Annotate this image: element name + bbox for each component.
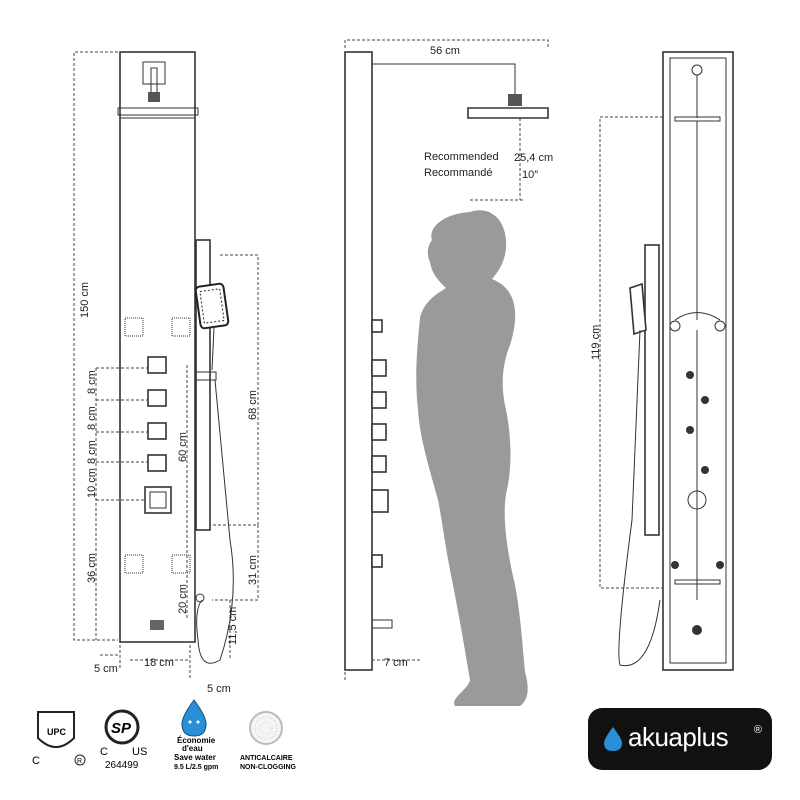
svg-text:SP: SP (111, 720, 132, 737)
jet-top-left (124, 317, 144, 337)
side-knobs (371, 319, 393, 629)
brand-name: akuaplus (628, 722, 729, 752)
svg-text:d'eau: d'eau (182, 744, 203, 753)
dim-5-right: 5 cm (207, 683, 231, 695)
dim-11-5: 11,5 cm (227, 607, 239, 645)
back-panel-body (662, 51, 734, 671)
dim-18: 18 cm (144, 657, 174, 669)
water-drop-icon (604, 727, 622, 751)
dim-36: 36 cm (86, 553, 98, 583)
dim-20: 20 cm (177, 584, 189, 614)
svg-text:Save water: Save water (174, 753, 216, 762)
svg-text:US: US (132, 746, 147, 758)
knob-1 (147, 356, 167, 374)
dim-7: 7 cm (384, 657, 408, 669)
svg-text:9.5 L/2.5 gpm: 9.5 L/2.5 gpm (174, 764, 218, 771)
side-view: 56 cm 25,4 cm 10″ Recommended Recommandé… (344, 39, 553, 706)
front-arm-bracket (142, 61, 166, 85)
dim-31: 31 cm (247, 555, 259, 585)
csa-logo: SP C US 264499 (100, 709, 147, 771)
front-spout (150, 620, 164, 630)
hand-shower (194, 282, 230, 371)
control-knobs (144, 356, 172, 514)
front-panel-body (119, 51, 196, 643)
dim-60: 60 cm (177, 432, 189, 462)
jet-bottom-right (171, 554, 191, 574)
dim-8b: 8 cm (86, 406, 98, 430)
back-view: 119 cm (590, 51, 734, 671)
svg-text:UPC: UPC (47, 727, 67, 737)
registered-mark: ® (753, 724, 762, 736)
front-view: 150 cm 8 cm 8 cm 8 cm 10 cm 36 cm 60 cm … (73, 51, 259, 695)
svg-text:ANTICALCAIRE: ANTICALCAIRE (240, 755, 293, 762)
water-saving-logo: Économie d'eau Save water 9.5 L/2.5 gpm (174, 699, 218, 771)
akuaplus-logo: akuaplus ® (588, 708, 772, 770)
dim-25-4: 25,4 cm (514, 152, 553, 164)
side-shower-head (467, 107, 549, 119)
certification-logos: UPC C R SP C US 264499 Économie d'eau Sa… (32, 699, 297, 771)
dim-68: 68 cm (247, 390, 259, 420)
dim-8a: 8 cm (86, 370, 98, 394)
main-mixer (144, 486, 172, 514)
dim-10-in: 10″ (522, 169, 538, 181)
dim-10: 10 cm (86, 468, 98, 498)
non-clogging-logo: ANTICALCAIRE NON-CLOGGING (240, 711, 297, 771)
knob-4 (147, 454, 167, 472)
slide-bar (195, 239, 211, 531)
knob-3 (147, 422, 167, 440)
recommended-en: Recommended (424, 151, 499, 163)
dim-8c: 8 cm (86, 440, 98, 464)
back-hose (618, 329, 661, 667)
back-hand-shower (629, 282, 647, 336)
dim-56: 56 cm (430, 45, 460, 57)
side-panel-body (344, 51, 373, 671)
svg-text:NON-CLOGGING: NON-CLOGGING (240, 764, 297, 771)
front-dimensions: 150 cm 8 cm 8 cm 8 cm 10 cm 36 cm 60 cm … (73, 51, 259, 695)
front-hose (196, 379, 234, 664)
svg-text:C: C (100, 746, 108, 758)
body-jets (124, 317, 191, 574)
dim-5-left: 5 cm (94, 663, 118, 675)
knob-2 (147, 389, 167, 407)
svg-text:Économie: Économie (177, 736, 216, 745)
hose-connector (195, 593, 205, 603)
jet-top-right (171, 317, 191, 337)
human-silhouette (416, 210, 528, 706)
dim-119: 119 cm (590, 325, 602, 360)
front-shower-head (117, 107, 199, 116)
jet-bottom-left (124, 554, 144, 574)
svg-text:264499: 264499 (105, 760, 139, 771)
slide-holder (195, 371, 217, 381)
dim-150: 150 cm (79, 282, 91, 318)
front-head-connector (148, 92, 160, 102)
upc-logo: UPC C R (32, 711, 86, 767)
svg-text:R: R (77, 758, 82, 765)
svg-text:C: C (32, 755, 40, 767)
side-shower-arm (371, 63, 516, 95)
recommended-fr: Recommandé (424, 167, 492, 179)
back-slide-bar (644, 244, 660, 536)
